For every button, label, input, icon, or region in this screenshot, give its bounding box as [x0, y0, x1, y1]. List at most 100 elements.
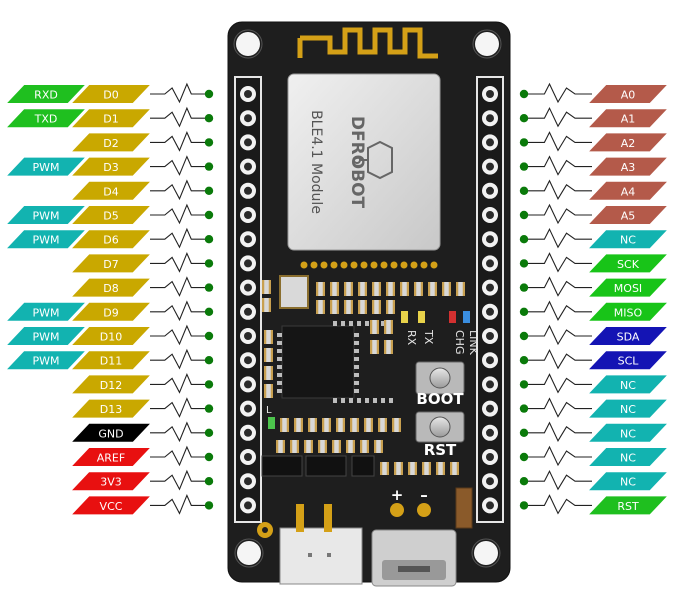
header-hole	[482, 303, 498, 320]
pin-dot	[519, 235, 529, 244]
pin-dot	[204, 186, 214, 195]
battery-pads: + –	[390, 486, 431, 517]
pin-dot	[519, 404, 529, 413]
smd-component	[344, 300, 353, 314]
pin-dot	[204, 477, 214, 486]
boot-button[interactable]	[415, 361, 465, 395]
led-labels: RX TX CHG LINK	[405, 329, 480, 356]
pin-function-pwm: PWM	[4, 205, 88, 225]
pin-function-pwm-text: PWM	[32, 210, 59, 223]
pin-function-pwm: PWM	[4, 229, 88, 250]
pin-label-a1: A1	[586, 108, 670, 129]
left-pin-wires	[150, 82, 214, 515]
pin-wire	[524, 300, 592, 321]
pin-dot	[204, 210, 214, 220]
pin-label-a3-text: A3	[621, 161, 636, 174]
pin-wire	[524, 106, 592, 128]
pin-label-a3: A3	[586, 156, 670, 177]
reset-button[interactable]	[415, 411, 465, 443]
pin-label-rst: RST	[586, 495, 670, 516]
pin-label-d5: D5	[69, 205, 153, 225]
header-hole	[482, 400, 498, 417]
pin-wire	[524, 276, 592, 297]
header-hole	[482, 207, 498, 223]
pin-label-a0: A0	[586, 84, 670, 104]
pin-wire	[150, 469, 209, 491]
pin-label-a4: A4	[586, 180, 670, 201]
pin-function-pwm: PWM	[4, 326, 88, 346]
header-hole	[482, 449, 498, 465]
pin-wire	[150, 106, 209, 128]
smd-component	[276, 440, 285, 453]
pin-label-a5: A5	[586, 205, 670, 225]
left-header	[234, 76, 262, 523]
micro-usb-port[interactable]	[371, 529, 457, 587]
pin-function-rxd-text: RXD	[34, 89, 58, 102]
smd-component	[316, 300, 325, 314]
smd-component	[322, 418, 331, 432]
smd-component	[264, 348, 273, 362]
pin-dot	[204, 331, 214, 341]
smd-component	[386, 282, 395, 296]
pin-dot	[519, 356, 529, 365]
pin-wire	[524, 131, 592, 152]
left-pin-labels: D0RXDD1TXDD2D3PWMD4D5PWMD6PWMD7D8D9PWMD1…	[4, 84, 153, 516]
pin-label-d10-text: D10	[100, 331, 122, 344]
module-pads	[300, 261, 438, 269]
pin-dot	[204, 114, 214, 123]
pin-wire	[150, 203, 209, 225]
pin-label-gnd: GND	[69, 422, 153, 443]
header-hole	[240, 400, 256, 417]
pin-label-d9: D9	[69, 301, 153, 322]
smd-component	[264, 366, 273, 380]
pin-dot	[519, 501, 529, 510]
pin-label-d11: D11	[69, 350, 153, 371]
led-label-rx: RX	[405, 330, 418, 346]
pin-dot	[519, 162, 529, 171]
header-hole	[240, 255, 256, 272]
module-pad	[400, 261, 408, 269]
pin-function-pwm: PWM	[4, 350, 88, 371]
pin-function-pwm-text: PWM	[32, 331, 59, 344]
smd-component	[346, 440, 355, 453]
smd-component	[384, 320, 393, 334]
header-hole	[482, 497, 498, 514]
module-pad	[300, 261, 308, 269]
header-hole	[482, 328, 498, 344]
minus-label: –	[420, 486, 428, 504]
pin-label-aref-text: AREF	[97, 452, 125, 465]
header-hole	[240, 328, 256, 344]
pin-label-nc: NC	[586, 229, 670, 250]
smd-component	[400, 282, 409, 296]
pin-label-d13: D13	[69, 398, 153, 419]
smd-component	[456, 282, 465, 296]
smd-component	[378, 418, 387, 432]
pin-wire	[524, 179, 592, 200]
pin-label-3v3-text: 3V3	[100, 476, 122, 489]
smd-component	[280, 418, 289, 432]
header-hole	[240, 110, 256, 127]
pin-label-a0-text: A0	[621, 89, 636, 102]
smd-component	[332, 440, 341, 453]
pin-wire	[524, 227, 592, 249]
pin-dot	[519, 114, 529, 123]
smd-component	[262, 280, 271, 294]
pin-label-nc-text: NC	[620, 427, 636, 440]
module-pad	[360, 261, 368, 269]
header-hole	[240, 231, 256, 248]
smd-component	[392, 418, 401, 432]
pin-wire	[150, 82, 209, 104]
pin-label-a2-text: A2	[621, 137, 636, 150]
pin-wire	[150, 372, 209, 394]
pin-label-d2-text: D2	[103, 137, 118, 150]
header-hole	[240, 158, 256, 175]
header-hole	[482, 182, 498, 199]
smd-component	[372, 300, 381, 314]
header-hole	[482, 279, 498, 296]
pin-dot	[519, 138, 529, 147]
pin-function-pwm-text: PWM	[32, 306, 59, 319]
pin-dot	[519, 210, 529, 220]
header-holes	[240, 86, 498, 514]
smd-component	[336, 418, 345, 432]
smd-component	[374, 440, 383, 453]
